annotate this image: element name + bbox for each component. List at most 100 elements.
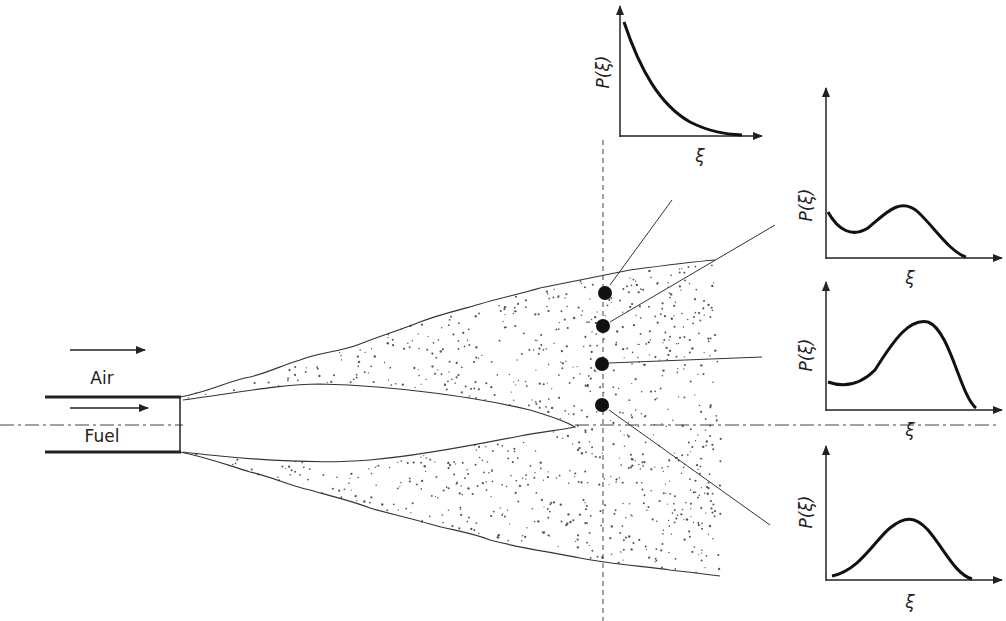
stipple-dot (559, 475, 561, 477)
stipple-dot (615, 343, 617, 345)
stipple-dot (662, 369, 664, 371)
stipple-dot (585, 384, 587, 386)
stipple-dot (710, 404, 712, 406)
stipple-dot (350, 473, 352, 475)
stipple-dot (456, 376, 458, 378)
stipple-dot (702, 373, 704, 375)
stipple-dot (545, 406, 547, 408)
stipple-dot (589, 391, 591, 393)
stipple-dot (567, 327, 569, 329)
stipple-dot (669, 480, 670, 481)
stipple-dot (349, 478, 350, 479)
stipple-dot (631, 458, 633, 460)
stipple-dot (450, 316, 452, 318)
stipple-dot (589, 441, 590, 442)
stipple-dot (558, 397, 560, 399)
stipple-dot (680, 513, 682, 515)
stipple-dot (677, 515, 679, 517)
stipple-dot (338, 490, 340, 492)
stipple-dot (646, 510, 647, 511)
stipple-dot (584, 502, 585, 503)
stipple-dot (611, 525, 613, 527)
stipple-dot (530, 465, 532, 467)
stipple-dot (554, 289, 555, 290)
stipple-dot (643, 461, 645, 463)
stipple-dot (573, 405, 575, 407)
stipple-dot (696, 464, 698, 466)
stipple-dot (590, 515, 592, 517)
stipple-dot (640, 333, 642, 335)
stipple-dot (521, 540, 523, 542)
stipple-dot (624, 357, 625, 358)
stipple-dot (355, 495, 357, 497)
stipple-dot (664, 315, 666, 317)
stipple-dot (403, 348, 405, 350)
stipple-dot (369, 502, 371, 504)
stipple-dot (392, 339, 394, 341)
stipple-dot (364, 371, 366, 373)
stipple-dot (590, 377, 592, 379)
stipple-dot (426, 457, 428, 459)
stipple-dot (591, 453, 593, 455)
stipple-dot (452, 333, 454, 335)
stipple-dot (720, 438, 722, 440)
stipple-dot (572, 443, 573, 444)
stipple-dot (368, 468, 369, 469)
stipple-dot (695, 289, 697, 291)
stipple-dot (413, 367, 415, 369)
stipple-dot (699, 320, 701, 322)
stipple-dot (631, 416, 633, 418)
stipple-dot (547, 517, 549, 519)
stipple-dot (655, 561, 656, 562)
stipple-dot (712, 503, 714, 505)
stipple-dot (468, 344, 470, 346)
stipple-dot (683, 539, 685, 541)
stipple-dot (397, 488, 399, 490)
stipple-dot (522, 478, 523, 479)
stipple-dot (513, 399, 515, 401)
stipple-dot (559, 322, 560, 323)
stipple-dot (694, 394, 695, 395)
stipple-dot (573, 413, 575, 415)
stipple-dot (630, 466, 632, 468)
stipple-dot (503, 308, 505, 310)
stipple-dot (538, 313, 540, 315)
stipple-dot (515, 480, 517, 482)
stipple-dot (442, 514, 444, 516)
stipple-dot (478, 388, 480, 390)
stipple-dot (712, 448, 714, 450)
stipple-dot (510, 475, 512, 477)
stipple-dot (662, 342, 663, 343)
stipple-dot (700, 507, 702, 509)
stipple-dot (660, 313, 662, 315)
stipple-dot (539, 407, 541, 409)
stipple-dot (641, 488, 643, 490)
stipple-dot (543, 506, 544, 507)
stipple-dot (459, 507, 461, 509)
stipple-dot (683, 397, 685, 399)
stipple-dot (582, 310, 584, 312)
stipple-dot (644, 364, 646, 366)
stipple-dot (668, 459, 670, 461)
stipple-dot (577, 546, 579, 548)
stipple-dot (714, 515, 716, 517)
stipple-dot (704, 493, 706, 495)
stipple-dot (488, 472, 490, 474)
stipple-dot (535, 403, 537, 405)
stipple-dot (697, 434, 698, 435)
stipple-dot (672, 512, 674, 514)
stipple-dot (632, 542, 634, 544)
stipple-dot (513, 381, 514, 382)
stipple-dot (584, 429, 586, 431)
stipple-dot (373, 381, 375, 383)
stipple-dot (294, 374, 296, 376)
stipple-dot (549, 503, 551, 505)
stipple-dot (673, 315, 674, 316)
stipple-dot (487, 461, 489, 463)
stipple-dot (615, 478, 617, 480)
stipple-dot (654, 398, 656, 400)
stipple-dot (622, 312, 623, 313)
stipple-dot (400, 460, 402, 462)
stipple-dot (700, 364, 702, 366)
stipple-dot (533, 349, 535, 351)
